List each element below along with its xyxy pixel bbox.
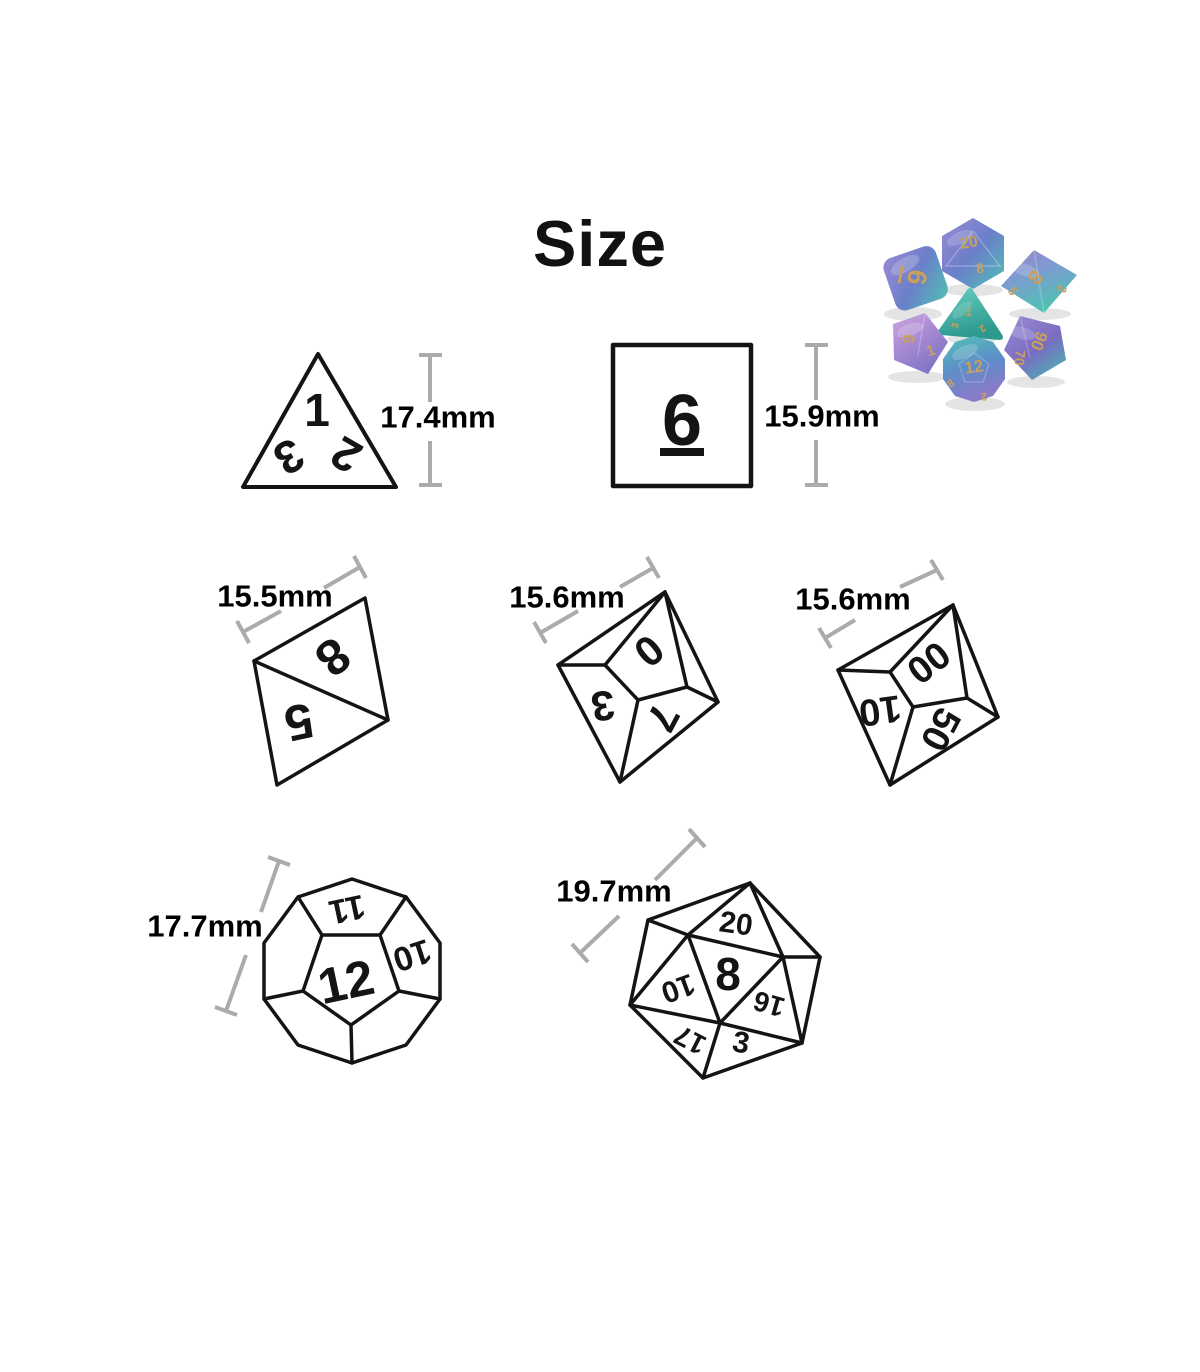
d100-dimension-label: 15.6mm xyxy=(795,582,910,617)
photo-die-d20: 20 8 xyxy=(942,218,1004,289)
d8-diagram: 8 5 xyxy=(252,596,390,787)
d8-dimension-label: 15.5mm xyxy=(217,579,332,614)
d20-number-8: 8 xyxy=(715,948,741,1000)
photo-die-d12: 12 8 2 xyxy=(943,336,1005,402)
photo-d8-number-2: 2 xyxy=(1054,284,1070,295)
d100-number-10: 10 xyxy=(856,686,904,733)
photo-d10-number-9: 9 xyxy=(899,333,919,344)
photo-d20-number-8: 8 xyxy=(975,260,985,277)
photo-d6-underline xyxy=(897,265,904,284)
photo-d12-number-2: 2 xyxy=(980,390,988,403)
photo-d6-number: 6 xyxy=(901,267,933,287)
d6-dimension-label: 15.9mm xyxy=(764,399,879,434)
d10-diagram: 0 3 7 xyxy=(556,590,720,784)
d4-number-1: 1 xyxy=(304,384,330,436)
d20-dimension-label: 19.7mm xyxy=(556,874,671,909)
d100-facet-lines xyxy=(836,603,1000,787)
d20-diagram: 20 8 10 16 17 3 xyxy=(628,881,822,1080)
d8-edge xyxy=(252,659,390,722)
d10-dimension: 15.6mm xyxy=(509,556,661,644)
d20-dimension: 19.7mm xyxy=(556,827,707,964)
d12-number-11: 11 xyxy=(325,887,368,932)
d12-dimension: 17.7mm xyxy=(147,855,291,1017)
d4-diagram: 1 3 2 xyxy=(241,352,398,489)
d12-number-12: 12 xyxy=(313,949,379,1015)
d10-facet-lines xyxy=(556,590,720,784)
d6-number-6: 6 xyxy=(662,381,702,461)
d100-dimension: 15.6mm xyxy=(795,558,945,650)
d8-dimension: 15.5mm xyxy=(217,555,368,644)
d12-dimension-label: 17.7mm xyxy=(147,909,262,944)
photo-d4-number-1: 1 xyxy=(965,305,974,320)
d6-dimension: 15.9mm xyxy=(764,343,880,487)
d4-dimension-label: 17.4mm xyxy=(380,400,495,435)
d6-outline xyxy=(610,342,754,489)
d4-outline xyxy=(241,352,398,489)
d6-number-underline xyxy=(660,448,704,456)
d12-center-face xyxy=(301,933,401,1027)
d20-number-3: 3 xyxy=(730,1025,752,1060)
photo-d4-number-3: 3 xyxy=(950,321,962,330)
d12-diagram: 12 11 10 xyxy=(262,877,442,1065)
d100-diagram: 00 10 50 xyxy=(836,603,1000,787)
photo-d4-number-2: 2 xyxy=(976,322,988,334)
photo-d12-number-12: 12 xyxy=(963,356,984,377)
d20-facet-lines xyxy=(628,881,822,1080)
photo-die-d100: 90 70 xyxy=(1004,315,1066,380)
d4-dimension: 17.4mm xyxy=(380,353,496,487)
photo-die-d10: 9 1 xyxy=(893,312,948,374)
d6-diagram: 6 xyxy=(610,342,754,489)
d20-number-20: 20 xyxy=(717,905,755,942)
photo-d12-number-8: 8 xyxy=(945,377,957,390)
photo-d20-number-20: 20 xyxy=(959,233,980,253)
photo-die-d4: 1 3 2 xyxy=(938,288,1003,340)
photo-die-d8: 8 2 5 xyxy=(1001,249,1077,314)
dice-set-photo: 20 8 6 8 2 5 xyxy=(883,218,1077,411)
photo-d100-number-70: 70 xyxy=(1011,350,1028,367)
d10-dimension-label: 15.6mm xyxy=(509,580,624,615)
d12-facet-lines xyxy=(262,895,442,1065)
d10-outline xyxy=(556,590,720,784)
page-title: Size xyxy=(532,207,668,280)
photo-die-d6: 6 xyxy=(883,246,948,311)
